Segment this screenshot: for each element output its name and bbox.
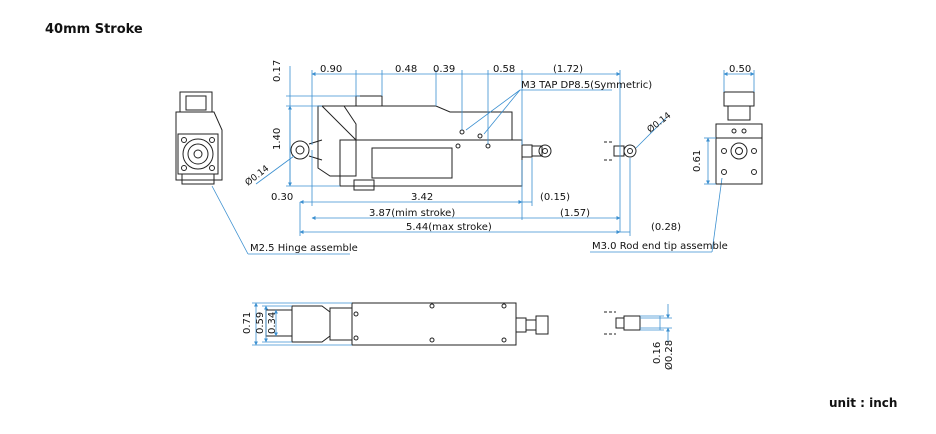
main-view-dimension-lines [211,66,723,255]
dim-0-90: 0.90 [320,64,342,75]
rod-note: M3.0 Rod end tip assemble [592,241,728,252]
tap-note: M3 TAP DP8.5(Symmetric) [521,80,652,91]
dim-3-87: 3.87(mim stroke) [369,208,455,219]
dim-0-15: (0.15) [540,192,570,203]
main-side-view [290,95,552,191]
dim-0-34: 0.34 [267,312,278,334]
dim-1-40: 1.40 [272,128,283,150]
dim-1-72: (1.72) [553,64,583,75]
bottom-view-dimension-lines [252,302,352,346]
dim-3-42: 3.42 [411,192,433,203]
dim-5-44: 5.44(max stroke) [406,222,492,233]
rod-tip-dimension-lines [640,304,672,342]
rod-end-max-stroke [604,141,637,161]
drawing-title: 40mm Stroke [45,22,143,37]
bottom-view [265,302,549,346]
dim-0-39: 0.39 [433,64,455,75]
dim-0-59: 0.59 [255,312,266,334]
dim-0-61: 0.61 [692,150,703,172]
dim-0-16: 0.16 [652,342,663,364]
dim-0-28: (0.28) [651,222,681,233]
dim-0-30: 0.30 [271,192,293,203]
rod-tip-view [604,311,641,335]
dim-0-71: 0.71 [242,312,253,334]
dim-1-57: (1.57) [560,208,590,219]
right-end-dimension-lines [704,70,755,185]
dim-0-58: 0.58 [493,64,515,75]
unit-note: unit : inch [829,396,898,410]
hinge-note: M2.5 Hinge assemble [250,243,358,254]
right-end-view [715,91,763,185]
dim-0-50: 0.50 [729,64,751,75]
dim-dia-0-28: Ø0.28 [663,340,675,370]
dim-0-17: 0.17 [272,60,283,82]
dim-0-48: 0.48 [395,64,417,75]
left-end-view [175,91,223,185]
dim-dia-0-14-right: Ø0.14 [645,110,673,136]
